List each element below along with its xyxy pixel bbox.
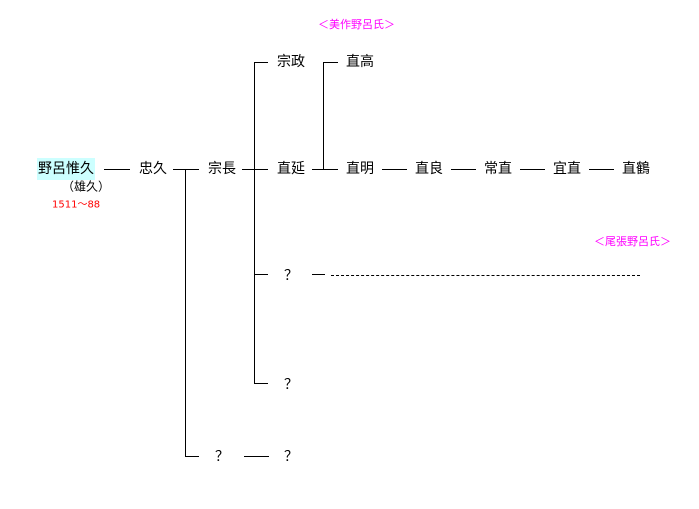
connector xyxy=(254,274,268,275)
person-yoshinao: 宜直 xyxy=(553,161,581,177)
person-naotaka: 直高 xyxy=(346,54,374,70)
connector xyxy=(451,169,476,170)
connector xyxy=(254,62,268,63)
connector xyxy=(312,274,325,275)
connector xyxy=(323,62,338,63)
root-years: 1511～88 xyxy=(52,199,101,211)
connector xyxy=(520,169,545,170)
dashed-line xyxy=(331,275,640,276)
owari-branch-label: ＜尾張野呂氏＞ xyxy=(594,235,671,248)
connector xyxy=(104,169,130,170)
connector xyxy=(173,169,199,170)
connector xyxy=(242,169,268,170)
person-munemasa: 宗政 xyxy=(277,54,305,70)
connector xyxy=(323,62,324,170)
mimasaka-branch-label: ＜美作野呂氏＞ xyxy=(318,18,395,31)
connector xyxy=(323,169,338,170)
person-naoaki: 直明 xyxy=(346,161,374,177)
root-alias: （雄久） xyxy=(62,179,111,194)
connector xyxy=(382,169,407,170)
root-name: 野呂惟久 xyxy=(37,158,95,180)
root-person: 野呂惟久 xyxy=(37,158,95,180)
connector xyxy=(312,169,324,170)
connector xyxy=(254,383,268,384)
person-naonobu: 直延 xyxy=(277,161,305,177)
person-naoyoshi: 直良 xyxy=(415,161,443,177)
person-tadahisa: 忠久 xyxy=(139,161,167,177)
connector xyxy=(589,169,614,170)
connector xyxy=(254,62,255,384)
person-unknown: ？ xyxy=(284,377,298,393)
person-unknown: ？ xyxy=(284,268,298,284)
connector xyxy=(185,169,186,457)
person-unknown: ？ xyxy=(284,449,298,465)
person-unknown: ？ xyxy=(215,449,229,465)
person-tsunenao: 常直 xyxy=(484,161,512,177)
person-naotsuru: 直鶴 xyxy=(622,161,650,177)
connector xyxy=(185,456,199,457)
connector xyxy=(244,456,269,457)
person-munenaga: 宗長 xyxy=(208,161,236,177)
